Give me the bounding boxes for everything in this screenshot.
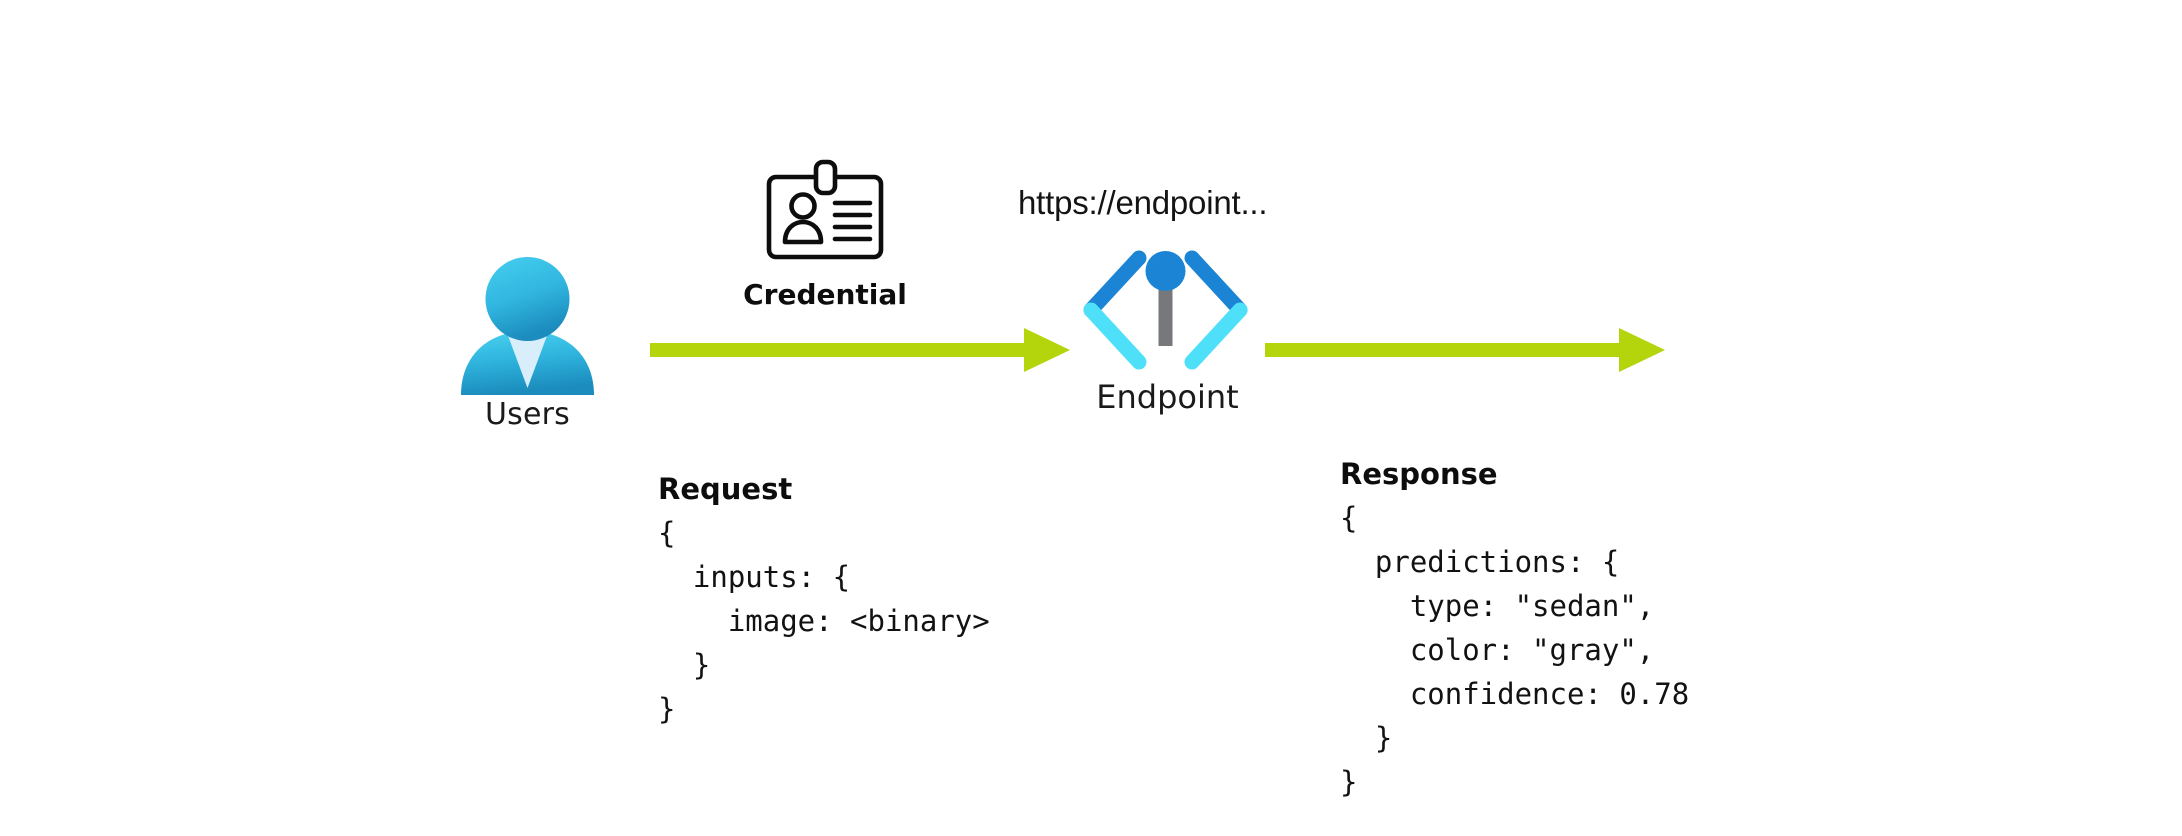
endpoint-label: Endpoint	[1096, 378, 1239, 416]
user-avatar-icon	[461, 257, 594, 395]
request-arrow	[650, 328, 1070, 372]
code-brackets-endpoint-icon	[1083, 250, 1248, 370]
users-actor-group: Users	[455, 255, 605, 445]
response-code-block: Response { predictions: { type: "sedan", …	[1340, 364, 1689, 836]
request-body: { inputs: { image: <binary> } }	[658, 516, 990, 726]
id-badge-icon	[766, 159, 884, 260]
request-code-block: Request { inputs: { image: <binary> } }	[658, 379, 990, 775]
request-heading: Request	[658, 472, 793, 506]
credential-label: Credential	[743, 278, 907, 311]
response-body: { predictions: { type: "sedan", color: "…	[1340, 501, 1690, 799]
response-heading: Response	[1340, 457, 1498, 491]
endpoint-url-label: https://endpoint...	[1018, 184, 1268, 221]
response-arrow	[1265, 328, 1665, 372]
credential-group: Credential	[743, 158, 930, 328]
users-label: Users	[484, 397, 570, 432]
